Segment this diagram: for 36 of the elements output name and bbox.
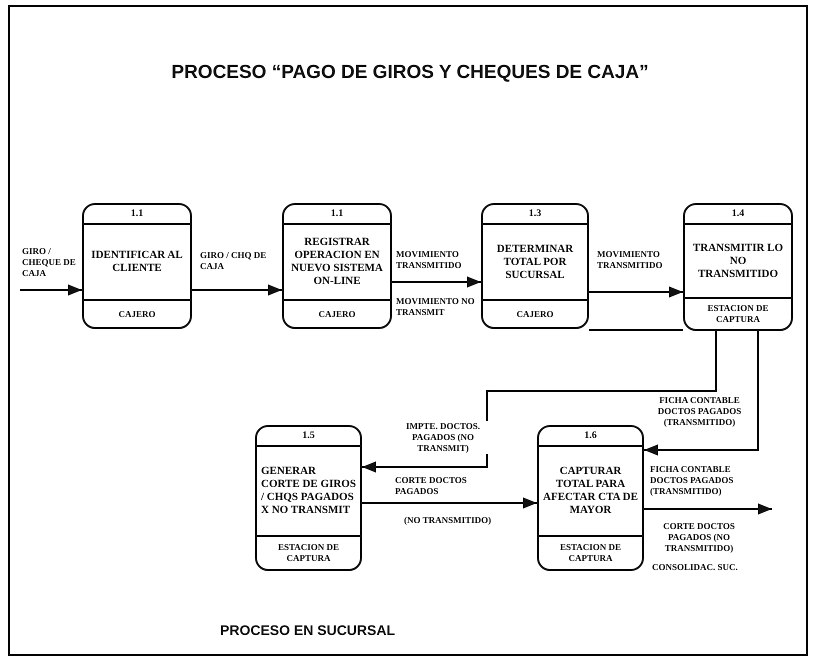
process-box	[282, 203, 392, 329]
flow-arrow	[362, 331, 717, 473]
flow-arrow	[644, 503, 772, 515]
process-actor: CAJERO	[84, 299, 190, 327]
flow-arrow	[644, 331, 759, 456]
process-number: 1.1	[84, 205, 190, 225]
flow-line	[589, 329, 683, 331]
process-actor: ESTACION DE CAPTURA	[685, 297, 791, 329]
process-number: 1.6	[539, 427, 642, 447]
process-number: 1.5	[257, 427, 360, 447]
flow-arrow	[392, 276, 481, 288]
process-description: REGISTRAR OPERACION EN NUEVO SISTEMA ON-LINE	[290, 236, 384, 288]
process-description: CAPTURAR TOTAL PARA AFECTAR CTA DE MAYOR	[543, 465, 638, 517]
flow-arrow	[20, 284, 82, 296]
process-actor: ESTACION DE CAPTURA	[257, 535, 360, 569]
diagram-title: PROCESO “PAGO DE GIROS Y CHEQUES DE CAJA”	[170, 62, 650, 84]
process-actor: CAJERO	[284, 299, 390, 327]
process-description: DETERMINAR TOTAL POR SUCURSAL	[496, 242, 574, 282]
flow-note: (NO TRANSMITIDO)	[404, 515, 494, 526]
process-box	[255, 425, 362, 571]
process-box	[537, 425, 644, 571]
process-description: IDENTIFICAR AL CLIENTE	[90, 249, 184, 275]
flow-arrow	[192, 284, 282, 296]
process-box	[481, 203, 589, 329]
process-number: 1.1	[284, 205, 390, 225]
process-box	[683, 203, 793, 331]
flow-arrow	[589, 286, 683, 298]
process-actor: ESTACION DE CAPTURA	[539, 535, 642, 569]
process-description: GENERAR CORTE DE GIROS / CHQS PAGADOS X NO TRANSMIT	[261, 465, 356, 517]
process-number: 1.3	[483, 205, 587, 225]
process-description: TRANSMITIR LO NO TRANSMITIDO	[692, 242, 784, 280]
process-box	[82, 203, 192, 329]
diagram-caption: PROCESO EN SUCURSAL	[220, 622, 396, 638]
process-number: 1.4	[685, 205, 791, 225]
flow-arrow	[362, 497, 537, 509]
process-actor: CAJERO	[483, 299, 587, 327]
